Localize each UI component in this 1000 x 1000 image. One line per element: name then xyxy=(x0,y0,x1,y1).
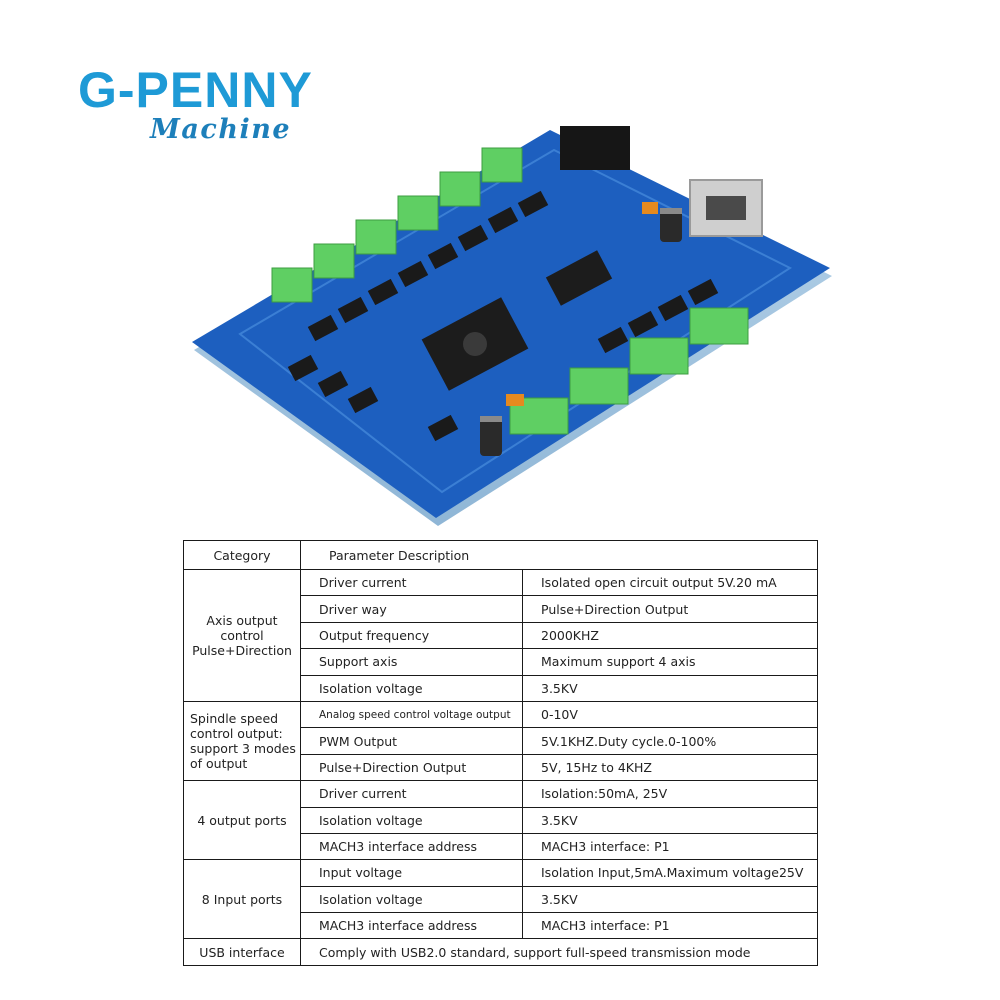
brand-name: G-PENNY xyxy=(78,62,313,118)
chip xyxy=(657,294,689,322)
secondary-chip xyxy=(545,250,613,306)
chip xyxy=(397,260,429,288)
parameter-cell: Support axis xyxy=(300,648,523,676)
parameter-cell: PWM Output xyxy=(300,727,523,755)
controller-board-photo xyxy=(192,126,832,526)
chip xyxy=(627,310,659,338)
terminal-blocks-axis xyxy=(271,147,523,303)
brand-logo: G-PENNY Machine xyxy=(78,62,348,152)
value-cell: 2000KHZ xyxy=(522,621,818,650)
terminal-blocks-io xyxy=(509,307,749,435)
terminal-block xyxy=(397,195,439,231)
tantalum-capacitor-2 xyxy=(506,394,524,406)
chip xyxy=(517,190,549,218)
value-cell: Isolation Input,5mA.Maximum voltage25V xyxy=(522,859,818,887)
value-cell: 3.5KV xyxy=(522,674,818,702)
chip xyxy=(487,206,519,234)
value-cell: Pulse+Direction Output xyxy=(522,595,818,623)
relay-module xyxy=(560,126,630,170)
header-category: Category xyxy=(183,540,301,570)
category-cell: 8 Input ports xyxy=(183,859,301,940)
value-cell: Isolation:50mA, 25V xyxy=(522,780,818,808)
chip xyxy=(347,386,379,414)
chip xyxy=(457,224,489,252)
parameter-cell: Pulse+Direction Output xyxy=(300,753,523,782)
chip xyxy=(367,278,399,306)
optocoupler-chips xyxy=(287,190,719,442)
chip xyxy=(687,278,719,306)
parameter-cell: MACH3 interface address xyxy=(300,832,523,861)
category-cell: USB interface xyxy=(183,938,301,966)
chip xyxy=(317,370,349,398)
value-cell: 3.5KV xyxy=(522,806,818,834)
chip xyxy=(287,354,319,382)
terminal-block xyxy=(629,337,689,375)
parameter-cell: Isolation voltage xyxy=(300,806,523,834)
tantalum-capacitor xyxy=(642,202,658,214)
parameter-cell: Isolation voltage xyxy=(300,674,523,702)
value-cell: MACH3 interface: P1 xyxy=(522,832,818,861)
terminal-block xyxy=(271,267,313,303)
terminal-block xyxy=(355,219,397,255)
usb-port xyxy=(689,179,763,237)
value-cell: 0-10V xyxy=(522,700,818,729)
parameter-cell: Input voltage xyxy=(300,859,523,887)
terminal-block xyxy=(509,397,569,435)
value-cell: 5V.1KHZ.Duty cycle.0-100% xyxy=(522,727,818,755)
chip xyxy=(337,296,369,324)
parameter-cell: Analog speed control voltage output xyxy=(300,700,523,729)
terminal-block xyxy=(481,147,523,183)
chip xyxy=(427,414,459,442)
brand-subtitle: Machine xyxy=(150,114,292,145)
chip xyxy=(307,314,339,342)
capacitor-top xyxy=(660,208,682,242)
parameter-cell: Output frequency xyxy=(300,621,523,650)
terminal-block xyxy=(569,367,629,405)
capacitor-bottom xyxy=(480,416,502,456)
parameter-cell: MACH3 interface address xyxy=(300,912,523,940)
terminal-block xyxy=(689,307,749,345)
value-cell: Maximum support 4 axis xyxy=(522,648,818,676)
category-cell: Axis output control Pulse+Direction xyxy=(183,569,301,702)
category-cell: Spindle speed control output: support 3 … xyxy=(183,700,301,782)
spec-table-body: Category Parameter Description Axis outp… xyxy=(183,540,818,966)
table-header-row: Category Parameter Description xyxy=(183,540,818,570)
usb-description-cell: Comply with USB2.0 standard, support ful… xyxy=(300,938,818,966)
parameter-cell: Driver current xyxy=(300,568,523,597)
pcb-trace-area xyxy=(238,148,793,494)
mcu-logo-mark xyxy=(463,332,487,356)
value-cell: Isolated open circuit output 5V.20 mA xyxy=(522,568,818,597)
value-cell: MACH3 interface: P1 xyxy=(522,912,818,940)
parameter-cell: Driver current xyxy=(300,780,523,808)
spec-table: Category Parameter Description Axis outp… xyxy=(183,540,818,966)
category-cell: 4 output ports xyxy=(183,780,301,861)
value-cell: 5V, 15Hz to 4KHZ xyxy=(522,753,818,782)
parameter-cell: Driver way xyxy=(300,595,523,623)
table-row: Spindle speed control output: support 3 … xyxy=(183,700,818,782)
terminal-block xyxy=(439,171,481,207)
value-cell: 3.5KV xyxy=(522,885,818,914)
parameter-cell: Isolation voltage xyxy=(300,885,523,914)
terminal-block xyxy=(313,243,355,279)
header-parameter: Parameter Description xyxy=(300,540,818,570)
chip xyxy=(597,326,629,354)
chip xyxy=(427,242,459,270)
